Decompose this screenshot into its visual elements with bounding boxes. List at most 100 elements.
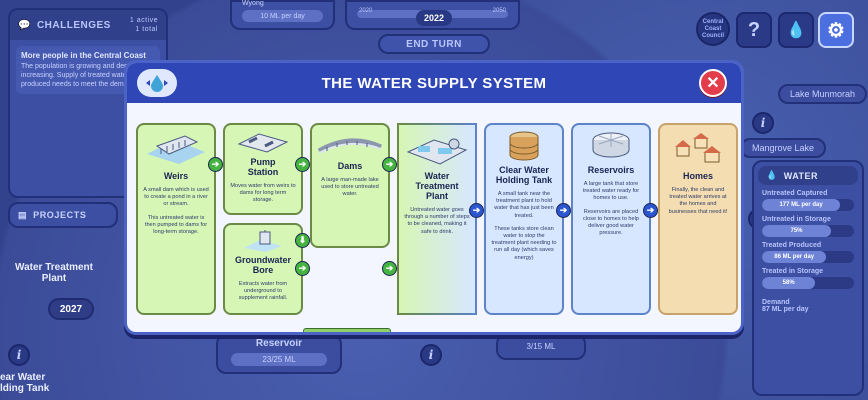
step-groundwater-bore: Groundwater Bore Extracts water from und… bbox=[223, 223, 303, 315]
bore-title: Groundwater Bore bbox=[234, 255, 291, 275]
water-stat-row: Untreated in Storage 75% bbox=[762, 216, 854, 237]
water-stat-bar: 75% bbox=[762, 225, 854, 237]
storage-card[interactable]: 3/15 ML bbox=[496, 334, 586, 360]
reservoir-icon bbox=[578, 129, 644, 163]
challenges-title: CHALLENGES bbox=[36, 19, 111, 31]
water-stat-row: Treated Produced 86 ML per day bbox=[762, 242, 854, 263]
close-button[interactable]: ✕ bbox=[699, 69, 727, 97]
water-stat-value: 75% bbox=[762, 225, 831, 237]
step-homes: Homes Finally, the clean and treated wat… bbox=[658, 123, 738, 315]
dams-text: A large man-made lake used to store untr… bbox=[321, 177, 379, 198]
holding-tank-title: Clear Water Holding Tank bbox=[495, 165, 553, 185]
help-button[interactable]: ? bbox=[736, 12, 772, 48]
water-stat-label: Untreated in Storage bbox=[762, 216, 831, 223]
treatment-plant-title: Water Treatment Plant bbox=[415, 171, 459, 201]
chat-icon: 💬 bbox=[18, 19, 31, 31]
demand-label: Demand bbox=[762, 299, 790, 306]
projects-panel[interactable]: ▤ PROJECTS bbox=[8, 202, 118, 228]
folder-icon: ▤ bbox=[18, 209, 28, 220]
arrow-right-icon: ➔ bbox=[295, 157, 310, 172]
info-icon[interactable]: i bbox=[8, 344, 30, 366]
water-stat-row: Untreated Captured 177 ML per day bbox=[762, 190, 854, 211]
top-card-title: Wyong bbox=[242, 0, 264, 7]
demand-value: 87 ML per day bbox=[762, 306, 809, 313]
water-stats-panel: 💧 WATER Untreated Captured 177 ML per day… bbox=[752, 160, 864, 396]
weir-icon bbox=[143, 129, 209, 169]
reservoir-card-value: 23/25 ML bbox=[231, 353, 327, 366]
gear-icon: ⚙ bbox=[827, 19, 845, 42]
question-icon: ? bbox=[747, 18, 761, 41]
top-card-value: 10 ML per day bbox=[242, 10, 323, 22]
info-icon[interactable]: i bbox=[752, 112, 774, 134]
water-demand: Demand 87 ML per day bbox=[762, 299, 854, 313]
arrow-right-icon: ➔ bbox=[208, 157, 223, 172]
treatment-plant-icon bbox=[404, 129, 470, 169]
homes-text: Finally, the clean and treated water arr… bbox=[668, 187, 728, 215]
arrow-right-icon: ➔ bbox=[382, 261, 397, 276]
step-clear-water-holding-tank: Clear Water Holding Tank A small tank ne… bbox=[484, 123, 564, 315]
map-label-holding-tank[interactable]: ear Water lding Tank bbox=[0, 372, 50, 394]
end-turn-button[interactable]: END TURN bbox=[378, 34, 490, 54]
water-stat-bar: 58% bbox=[762, 277, 854, 289]
holding-tank-text-1: A small tank near the treatment plant to… bbox=[494, 191, 554, 219]
arrow-right-icon: ➔ bbox=[469, 203, 484, 218]
water-stat-label: Treated Produced bbox=[762, 242, 822, 249]
dams-title: Dams bbox=[337, 161, 363, 171]
challenges-count: 1 active 1 total bbox=[129, 17, 158, 33]
reservoirs-text-1: A large tank that store treated water re… bbox=[582, 181, 640, 202]
water-drop-icon: 💧 bbox=[766, 170, 778, 180]
reservoir-card-title: Reservoir bbox=[255, 338, 303, 349]
water-stat-row: Treated in Storage 58% bbox=[762, 268, 854, 289]
project-year-chip: 2027 bbox=[48, 298, 94, 320]
water-stat-label: Untreated Captured bbox=[762, 190, 828, 197]
bore-text: Extracts water from underground to suppl… bbox=[238, 281, 288, 302]
arrow-right-icon: ➔ bbox=[556, 203, 571, 218]
homes-title: Homes bbox=[682, 171, 713, 181]
year-start: 2020 bbox=[359, 8, 373, 14]
year-end: 2050 bbox=[492, 8, 506, 14]
reservoir-card[interactable]: Reservoir 23/25 ML bbox=[216, 334, 342, 374]
map-label-water-treatment-plant[interactable]: Water Treatment Plant bbox=[15, 262, 93, 284]
storage-card-value: 3/15 ML bbox=[526, 342, 556, 351]
pump-station-icon bbox=[230, 129, 296, 155]
arrow-right-icon: ➔ bbox=[295, 261, 310, 276]
water-logo-icon bbox=[137, 69, 177, 97]
arrow-down-icon: ⬇ bbox=[295, 233, 310, 248]
weirs-text-2: This untreated water is then pumped to d… bbox=[144, 214, 208, 236]
arrow-right-icon: ➔ bbox=[643, 203, 658, 218]
water-supply-modal: THE WATER SUPPLY SYSTEM ✕ Weirs A small … bbox=[124, 60, 744, 335]
holding-tank-icon bbox=[491, 129, 557, 163]
place-mangrove-lake[interactable]: Mangrove Lake bbox=[740, 138, 827, 158]
water-stat-bar: 177 ML per day bbox=[762, 199, 854, 211]
close-icon: ✕ bbox=[706, 75, 720, 92]
holding-tank-text-2: These tanks store clean water to stop th… bbox=[491, 225, 557, 261]
pump-station-text: Moves water from weirs to dams for long … bbox=[230, 183, 296, 204]
bore-to-wtp-pipe bbox=[303, 328, 391, 332]
weirs-text-1: A small dam which is used to create a po… bbox=[143, 187, 209, 208]
reservoirs-text-2: Reservoirs are placed close to homes to … bbox=[583, 208, 639, 237]
step-dams: Dams A large man-made lake used to store… bbox=[310, 123, 390, 248]
arrow-right-icon: ➔ bbox=[382, 157, 397, 172]
step-pump-station: Pump Station Moves water from weirs to d… bbox=[223, 123, 303, 215]
water-stat-value: 86 ML per day bbox=[762, 251, 827, 263]
water-view-button[interactable]: 💧 bbox=[778, 12, 814, 48]
reservoirs-title: Reservoirs bbox=[587, 165, 635, 175]
current-year: 2022 bbox=[416, 10, 452, 26]
challenge-item-title: More people in the Central Coast bbox=[21, 51, 146, 60]
water-panel-title: WATER bbox=[783, 170, 819, 181]
council-badge[interactable]: Central Coast Council bbox=[696, 12, 730, 46]
place-lake-munmorah[interactable]: Lake Munmorah bbox=[778, 84, 868, 104]
step-weirs: Weirs A small dam which is used to creat… bbox=[136, 123, 216, 315]
water-drop-icon: 💧 bbox=[786, 22, 806, 39]
pump-station-title: Pump Station bbox=[247, 157, 279, 177]
dam-icon bbox=[317, 129, 383, 159]
modal-header: THE WATER SUPPLY SYSTEM ✕ bbox=[127, 63, 741, 103]
top-source-card[interactable]: Wyong 10 ML per day bbox=[230, 0, 335, 30]
water-stat-label: Treated in Storage bbox=[762, 268, 824, 275]
settings-button[interactable]: ⚙ bbox=[818, 12, 854, 48]
info-icon[interactable]: i bbox=[420, 344, 442, 366]
step-reservoirs: Reservoirs A large tank that store treat… bbox=[571, 123, 651, 315]
challenges-header: 💬 CHALLENGES 1 active 1 total bbox=[10, 10, 166, 40]
weirs-title: Weirs bbox=[163, 171, 189, 181]
